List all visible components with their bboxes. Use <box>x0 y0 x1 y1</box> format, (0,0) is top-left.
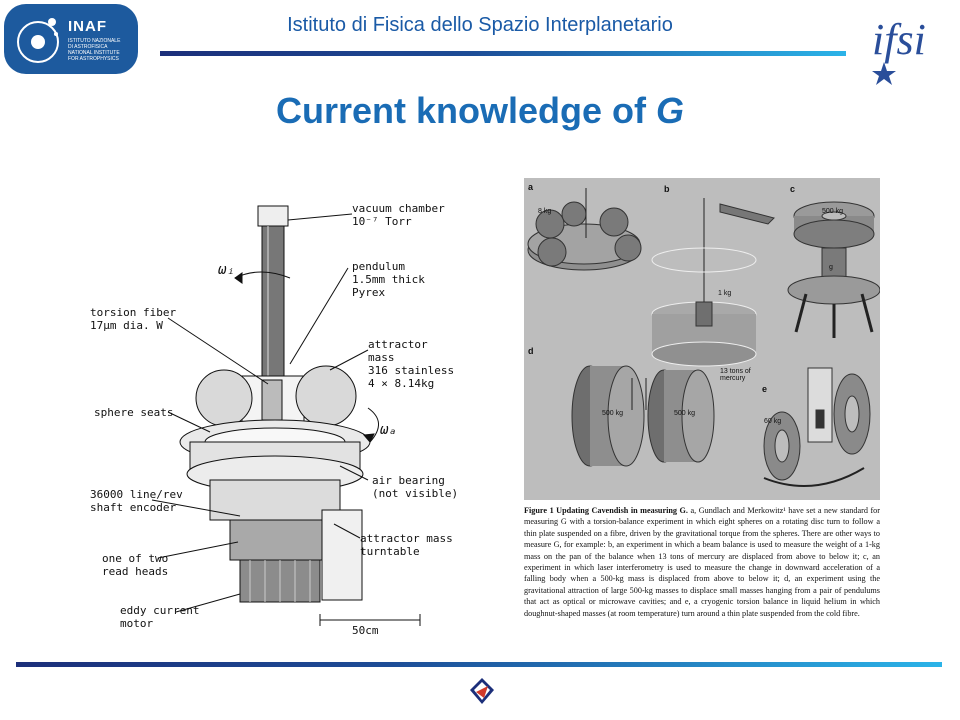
mass-label-c-small: g <box>829 264 833 271</box>
caption-heading: Figure 1 Updating Cavendish in measuring… <box>524 506 688 515</box>
slide-title: Current knowledge of G <box>275 90 685 131</box>
mass-label-d-left: 500 kg <box>602 410 624 417</box>
title-symbol: G <box>656 90 685 131</box>
experiments-drawing <box>527 188 880 487</box>
panel-label-a: a <box>528 182 534 192</box>
header-divider <box>160 51 846 56</box>
mass-label-d-right: 500 kg <box>674 410 696 417</box>
navigation-icon[interactable] <box>468 676 496 706</box>
mass-label-a: 8 kg <box>538 208 552 215</box>
label-omega-a: ωₐ <box>380 422 397 438</box>
experiments-figure: a b c d e 8 kg 1 kg 500 kg g 500 kg 500 … <box>524 178 880 500</box>
footer-divider <box>16 662 942 667</box>
inaf-emblem-icon <box>17 18 59 63</box>
label-attractor-mass: attractor mass 316 stainless 4 × 8.14kg <box>368 338 455 390</box>
mass-label-c: 500 kg <box>822 208 844 215</box>
ifsi-logo-text: ifsi <box>872 15 926 64</box>
mass-label-e: 60 kg <box>764 418 782 425</box>
label-read-heads: one of two read heads <box>102 552 169 578</box>
label-torsion-fiber: torsion fiber 17μm dia. W <box>90 306 177 332</box>
inaf-name: INAF <box>68 18 107 35</box>
label-pendulum: pendulum 1.5mm thick Pyrex <box>352 260 425 299</box>
label-eddy-motor: eddy current motor <box>120 604 200 630</box>
figure-caption: Figure 1 Updating Cavendish in measuring… <box>524 505 880 619</box>
label-vacuum-chamber: vacuum chamber 10⁻⁷ Torr <box>352 202 445 228</box>
label-attractor-turntable: attractor mass turntable <box>360 532 453 558</box>
panel-label-b: b <box>664 184 670 194</box>
label-shaft-encoder: 36000 line/rev shaft encoder <box>90 488 183 514</box>
ifsi-logo-icon: ifsi <box>872 15 926 85</box>
panel-label-c: c <box>790 184 796 194</box>
mass-label-b: 1 kg <box>718 290 732 297</box>
institute-name: Istituto di Fisica dello Spazio Interpla… <box>287 14 673 36</box>
torsion-balance-figure: vacuum chamber 10⁻⁷ Torr pendulum 1.5mm … <box>90 180 520 640</box>
label-omega-i: ωᵢ <box>218 262 235 278</box>
label-scale: 50cm <box>352 624 379 637</box>
label-air-bearing: air bearing (not visible) <box>372 474 459 500</box>
caption-body: a, Gundlach and Merkowitz¹ have set a ne… <box>524 506 880 618</box>
label-sphere-seats: sphere seats <box>94 406 174 419</box>
inaf-logo: INAF ISTITUTO NAZIONALE DI ASTROFISICA N… <box>4 4 138 74</box>
inaf-subtitle: ISTITUTO NAZIONALE DI ASTROFISICA NATION… <box>68 38 121 62</box>
apparatus-drawing <box>151 205 421 626</box>
panel-label-d: d <box>528 346 534 356</box>
panel-label-e: e <box>762 384 768 394</box>
mercury-label: 13 tons of mercury <box>720 368 751 382</box>
